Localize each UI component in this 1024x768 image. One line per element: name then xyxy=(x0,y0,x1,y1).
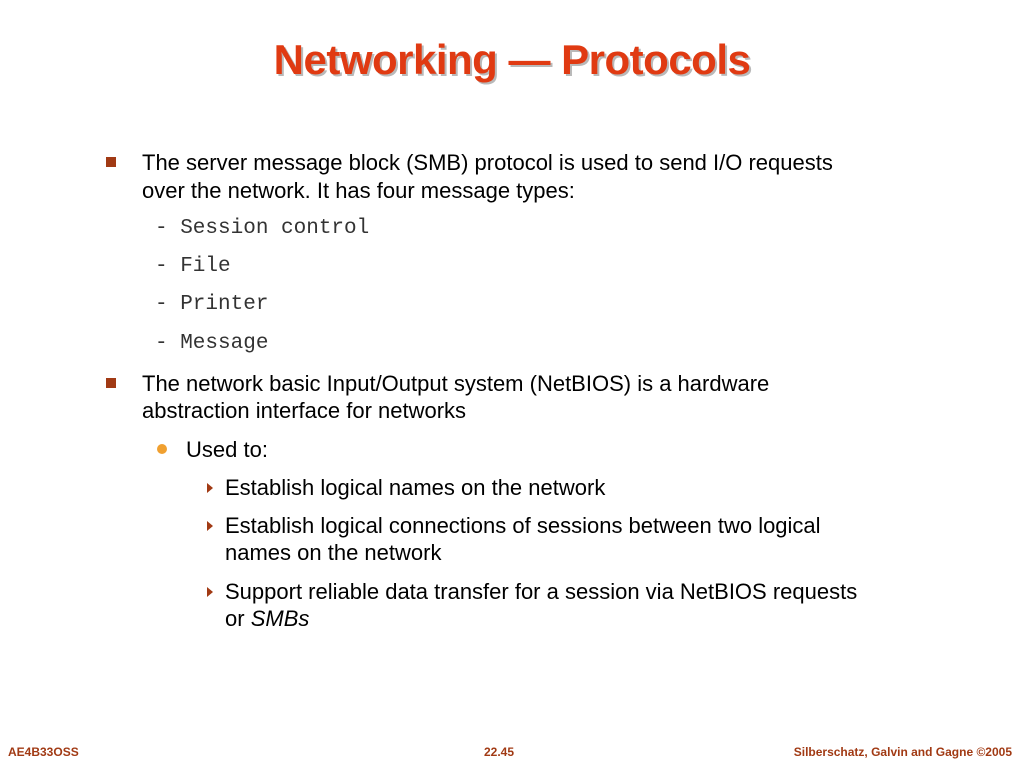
footer-copyright: Silberschatz, Galvin and Gagne ©2005 xyxy=(793,745,1012,759)
bullet-1-line-1: The server message block (SMB) protocol … xyxy=(142,150,833,175)
netbios-use-item-3-line-1: Support reliable data transfer for a ses… xyxy=(225,579,858,604)
slide-content: The server message block (SMB) protocol … xyxy=(106,150,858,632)
message-type-item: - Message xyxy=(155,332,269,355)
bullet-2-line-1: The network basic Input/Output system (N… xyxy=(142,371,770,396)
smbs-emphasis: SMBs xyxy=(250,606,310,631)
slide-title: Networking — Protocols xyxy=(273,36,751,83)
message-type-item: - File xyxy=(155,255,231,278)
message-type-item: - Printer xyxy=(155,293,269,316)
netbios-use-item-3-prefix: or xyxy=(225,606,251,631)
triangle-bullet-icon xyxy=(207,483,213,493)
triangle-bullet-icon xyxy=(207,587,213,597)
footer-course-code: AE4B33OSS xyxy=(8,745,79,759)
bullet-2-line-2: abstraction interface for networks xyxy=(142,398,467,423)
netbios-use-item-1: Establish logical names on the network xyxy=(225,475,606,500)
triangle-bullet-icon xyxy=(207,521,213,531)
circle-bullet-icon xyxy=(157,444,167,454)
netbios-use-item-2-line-2: names on the network xyxy=(225,540,442,565)
square-bullet-icon xyxy=(106,378,116,388)
square-bullet-icon xyxy=(106,157,116,167)
used-to-label: Used to: xyxy=(186,437,268,462)
footer-slide-number: 22.45 xyxy=(484,745,515,759)
bullet-1-line-2: over the network. It has four message ty… xyxy=(142,178,575,203)
message-type-item: - Session control xyxy=(155,217,370,240)
netbios-use-item-3-line-2: or SMBs xyxy=(225,605,309,632)
netbios-use-item-2-line-1: Establish logical connections of session… xyxy=(225,513,821,538)
